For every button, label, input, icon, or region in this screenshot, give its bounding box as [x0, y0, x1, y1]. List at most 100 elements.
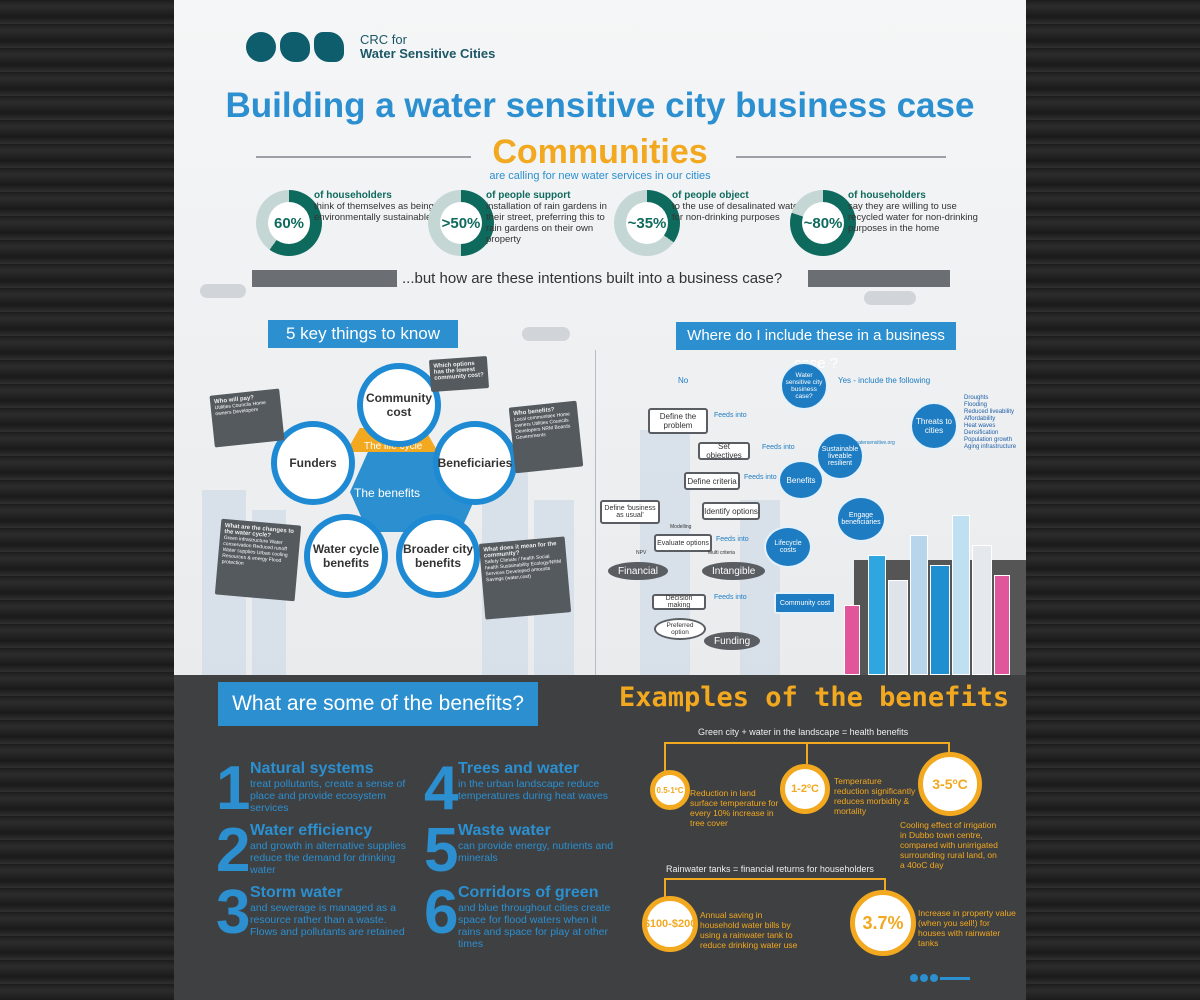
benefit-description: and growth in alternative supplies reduc…	[250, 840, 406, 876]
stat-bold: of householders	[314, 190, 392, 201]
bracket-line	[884, 878, 886, 892]
threat-item: Aging infrastructure	[964, 444, 1017, 450]
feeds-into-label: Feeds into	[714, 412, 747, 419]
logo-line-1: CRC for	[360, 32, 407, 47]
cloud-decoration	[522, 327, 570, 341]
savings-text: Annual saving in household water bills b…	[700, 910, 798, 950]
logo-dash	[940, 977, 970, 980]
sustainable-node: Sustainable liveable resilient	[816, 432, 864, 480]
temp-text-1: Reduction in land surface temperature fo…	[690, 788, 779, 828]
bracket-line	[664, 878, 666, 898]
logo-dot	[930, 974, 938, 982]
logo-text: CRC for Water Sensitive Cities	[360, 33, 495, 61]
building	[994, 575, 1010, 675]
stat-text: to the use of desalinated water for non-…	[672, 201, 802, 223]
panel-divider	[595, 350, 596, 675]
feeds-into-label: Feeds into	[714, 594, 747, 601]
yes-label: Yes - include the following	[838, 376, 931, 385]
modelling-label: Modelling	[670, 524, 692, 530]
box-question: Which options has the lowest community c…	[433, 360, 485, 382]
benefit-description: and blue throughout cities create space …	[458, 902, 611, 950]
who-pays-box: Who will pay?Utilities Councils Home own…	[209, 388, 285, 448]
threat-item: Heat waves	[964, 423, 996, 429]
stat-text: think of themselves as being environment…	[314, 201, 434, 223]
box-items: Green infrastructure Water conservation …	[221, 534, 288, 567]
building	[910, 535, 928, 675]
temp-text-2: Temperature reduction significantly redu…	[834, 776, 916, 816]
box-items: Local communities Home owners Utilities …	[513, 411, 571, 442]
stat-bold: of people object	[672, 190, 749, 201]
percent-ring: ~35%	[614, 190, 680, 256]
logo-dot	[314, 32, 344, 62]
logo-line-2: Water Sensitive Cities	[360, 46, 496, 61]
community-meaning-box: What does it mean for the community?Safe…	[478, 536, 572, 620]
cloud-decoration	[200, 284, 246, 298]
logo-dot	[280, 32, 310, 62]
benefit-number: 2	[216, 816, 251, 885]
benefit-number: 4	[424, 754, 459, 823]
evaluate-options-node: Evaluate options	[654, 534, 712, 552]
footer-logo	[910, 974, 970, 982]
temp-circle-3: 3-5ºC	[918, 752, 982, 816]
percent-ring: 60%	[256, 190, 322, 256]
benefits-banner: What are some of the benefits?	[218, 682, 538, 726]
community-cost-node: Community cost	[774, 592, 836, 614]
divider-line	[736, 156, 946, 158]
examples-heading: Examples of the benefits	[619, 682, 1010, 713]
bracket-line	[664, 742, 666, 772]
benefit-heading: Trees and water	[458, 760, 579, 777]
benefit-number: 5	[424, 816, 459, 885]
percent-value: 60%	[268, 202, 310, 244]
stat-text: installation of rain gardens in their st…	[486, 201, 607, 245]
stat-bold: of people support	[486, 190, 571, 201]
benefit-description: can provide energy, nutrients and minera…	[458, 840, 614, 864]
bracket-line	[948, 742, 950, 756]
benefit-number: 6	[424, 878, 459, 947]
threat-item: Densification	[964, 430, 999, 436]
threat-item: Affordability	[964, 416, 996, 422]
business-case-question: ...but how are these intentions built in…	[402, 270, 783, 287]
crc-logo: CRC for Water Sensitive Cities	[246, 32, 495, 62]
data-link-label: dataonline.watersensitive.org	[830, 440, 895, 446]
lowest-cost-box: Which options has the lowest community c…	[428, 356, 490, 392]
percent-value: ~80%	[802, 202, 844, 244]
question-bar-left	[252, 270, 397, 287]
npv-label: NPV	[636, 550, 647, 556]
funding-node: Funding	[704, 632, 761, 650]
decision-node: Water sensitive city business case?	[780, 362, 828, 410]
bracket-line	[664, 878, 886, 880]
define-criteria-node: Define criteria	[684, 472, 740, 490]
percent-value: >50%	[440, 202, 482, 244]
community-cost-circle: Community cost	[357, 363, 441, 447]
logo-mark	[246, 32, 344, 62]
feeds-into-label: Feeds into	[762, 444, 795, 451]
percent-ring: ~80%	[790, 190, 856, 256]
building	[952, 515, 970, 675]
where-include-banner: Where do I include these in a business c…	[676, 322, 956, 372]
divider-line	[256, 156, 471, 158]
page-title: Building a water sensitive city business…	[225, 86, 975, 125]
building	[930, 565, 950, 675]
property-text: Increase in property value (when you sel…	[918, 908, 1016, 948]
building	[844, 605, 860, 675]
temp-circle-2: 1-2ºC	[780, 764, 830, 814]
benefit-heading: Natural systems	[250, 760, 374, 777]
identify-options-node: Identify options	[702, 502, 760, 520]
temp-circle-1: 0.5-1ºC	[650, 770, 690, 810]
multi-criteria-label: Multi criteria	[708, 550, 735, 556]
five-key-things-banner: 5 key things to know	[268, 320, 458, 348]
temp-text-3: Cooling effect of irrigation in Dubbo to…	[900, 820, 998, 870]
threat-item: Reduced liveability	[964, 409, 1015, 415]
who-benefits-box: Who benefits?Local communities Home owne…	[508, 400, 584, 474]
feeds-into-label: Feeds into	[716, 536, 749, 543]
preferred-option-node: Preferred option	[654, 618, 706, 640]
funders-circle: Funders	[271, 421, 355, 505]
